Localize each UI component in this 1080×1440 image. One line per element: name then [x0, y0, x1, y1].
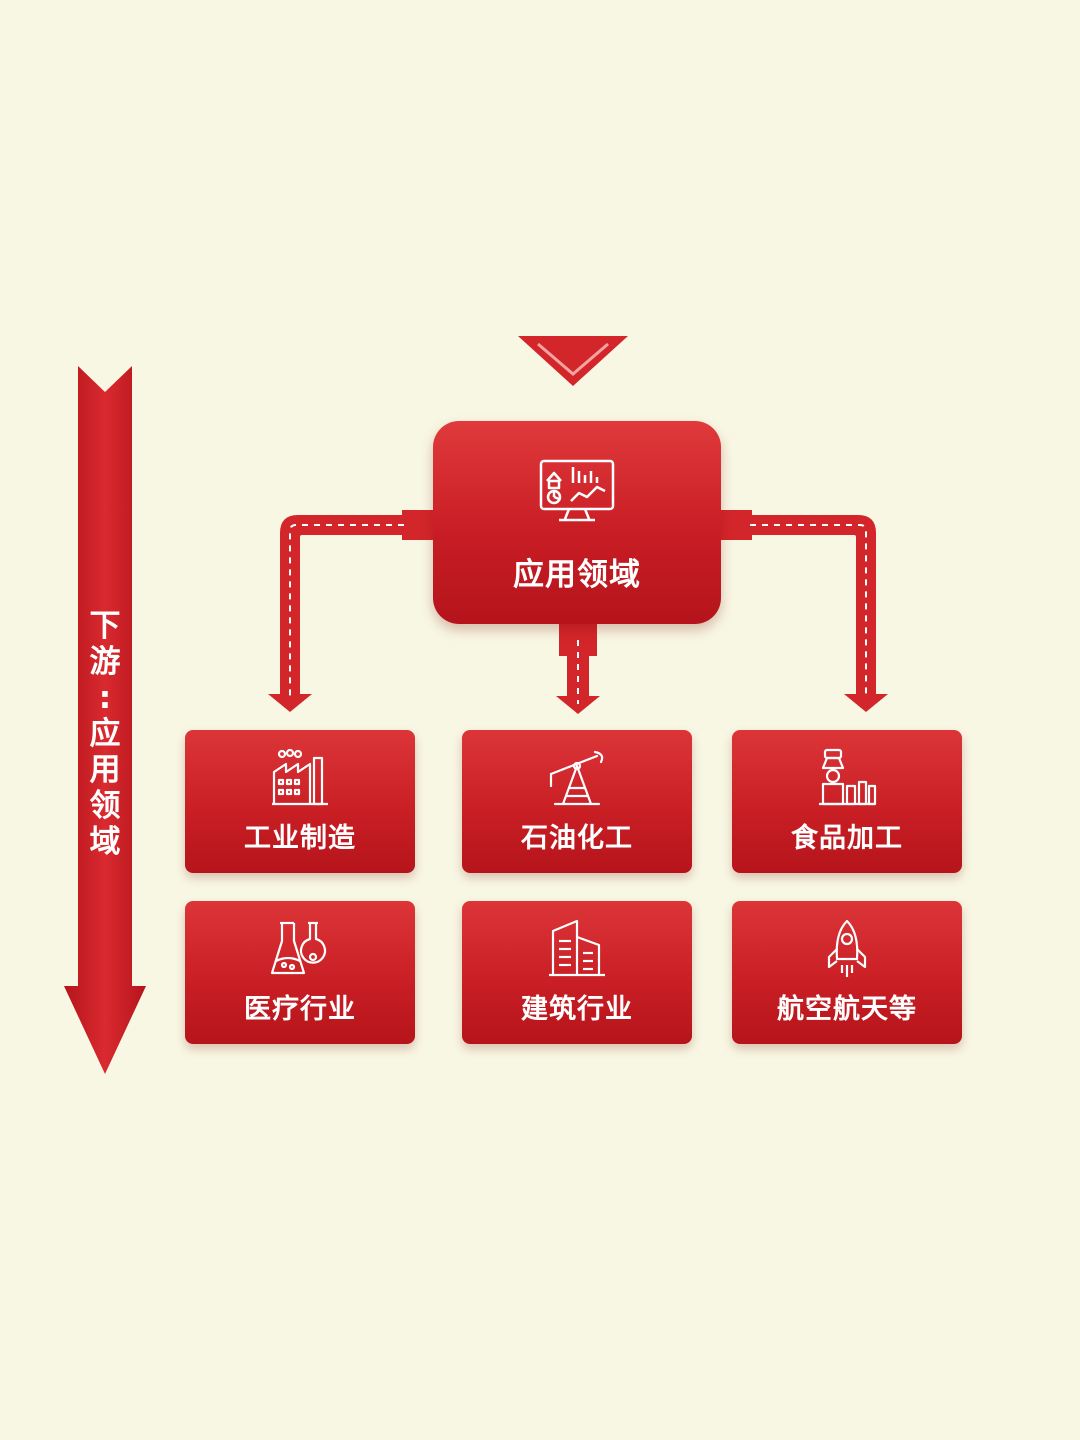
dashboard-monitor-icon — [539, 459, 615, 522]
category-card-construction: 建筑行业 — [462, 901, 692, 1044]
category-card-aerospace: 航空航天等 — [732, 901, 962, 1044]
side-label-char: 域 — [89, 824, 121, 860]
category-label: 航空航天等 — [777, 994, 917, 1025]
category-label: 医疗行业 — [244, 994, 356, 1025]
category-card-industrial: 工业制造 — [185, 730, 415, 873]
category-card-food: 食品加工 — [732, 730, 962, 873]
side-label-char: 游 — [89, 644, 121, 680]
side-label-char: : — [98, 680, 112, 716]
category-card-medical: 医疗行业 — [185, 901, 415, 1044]
category-label: 建筑行业 — [521, 994, 633, 1025]
oil-pump-icon — [549, 750, 604, 806]
lab-flask-icon — [270, 921, 327, 975]
category-label: 工业制造 — [244, 823, 356, 854]
food-processing-icon — [819, 748, 877, 806]
downstream-arrow — [64, 366, 146, 1074]
category-label: 石油化工 — [521, 823, 633, 854]
rocket-icon — [827, 919, 867, 977]
downstream-label: 下 游 : 应 用 领 域 — [84, 608, 126, 860]
hub-label: 应用领域 — [513, 557, 641, 593]
side-label-char: 用 — [89, 752, 121, 788]
building-icon — [549, 919, 605, 977]
chevron-down-icon — [518, 336, 628, 386]
category-label: 食品加工 — [791, 823, 903, 854]
side-label-char: 应 — [89, 716, 121, 752]
hub-application-domain: 应用领域 — [433, 421, 721, 624]
side-label-char: 领 — [89, 788, 121, 824]
factory-icon — [272, 748, 328, 806]
category-card-petrochemical: 石油化工 — [462, 730, 692, 873]
side-label-char: 下 — [89, 608, 121, 644]
